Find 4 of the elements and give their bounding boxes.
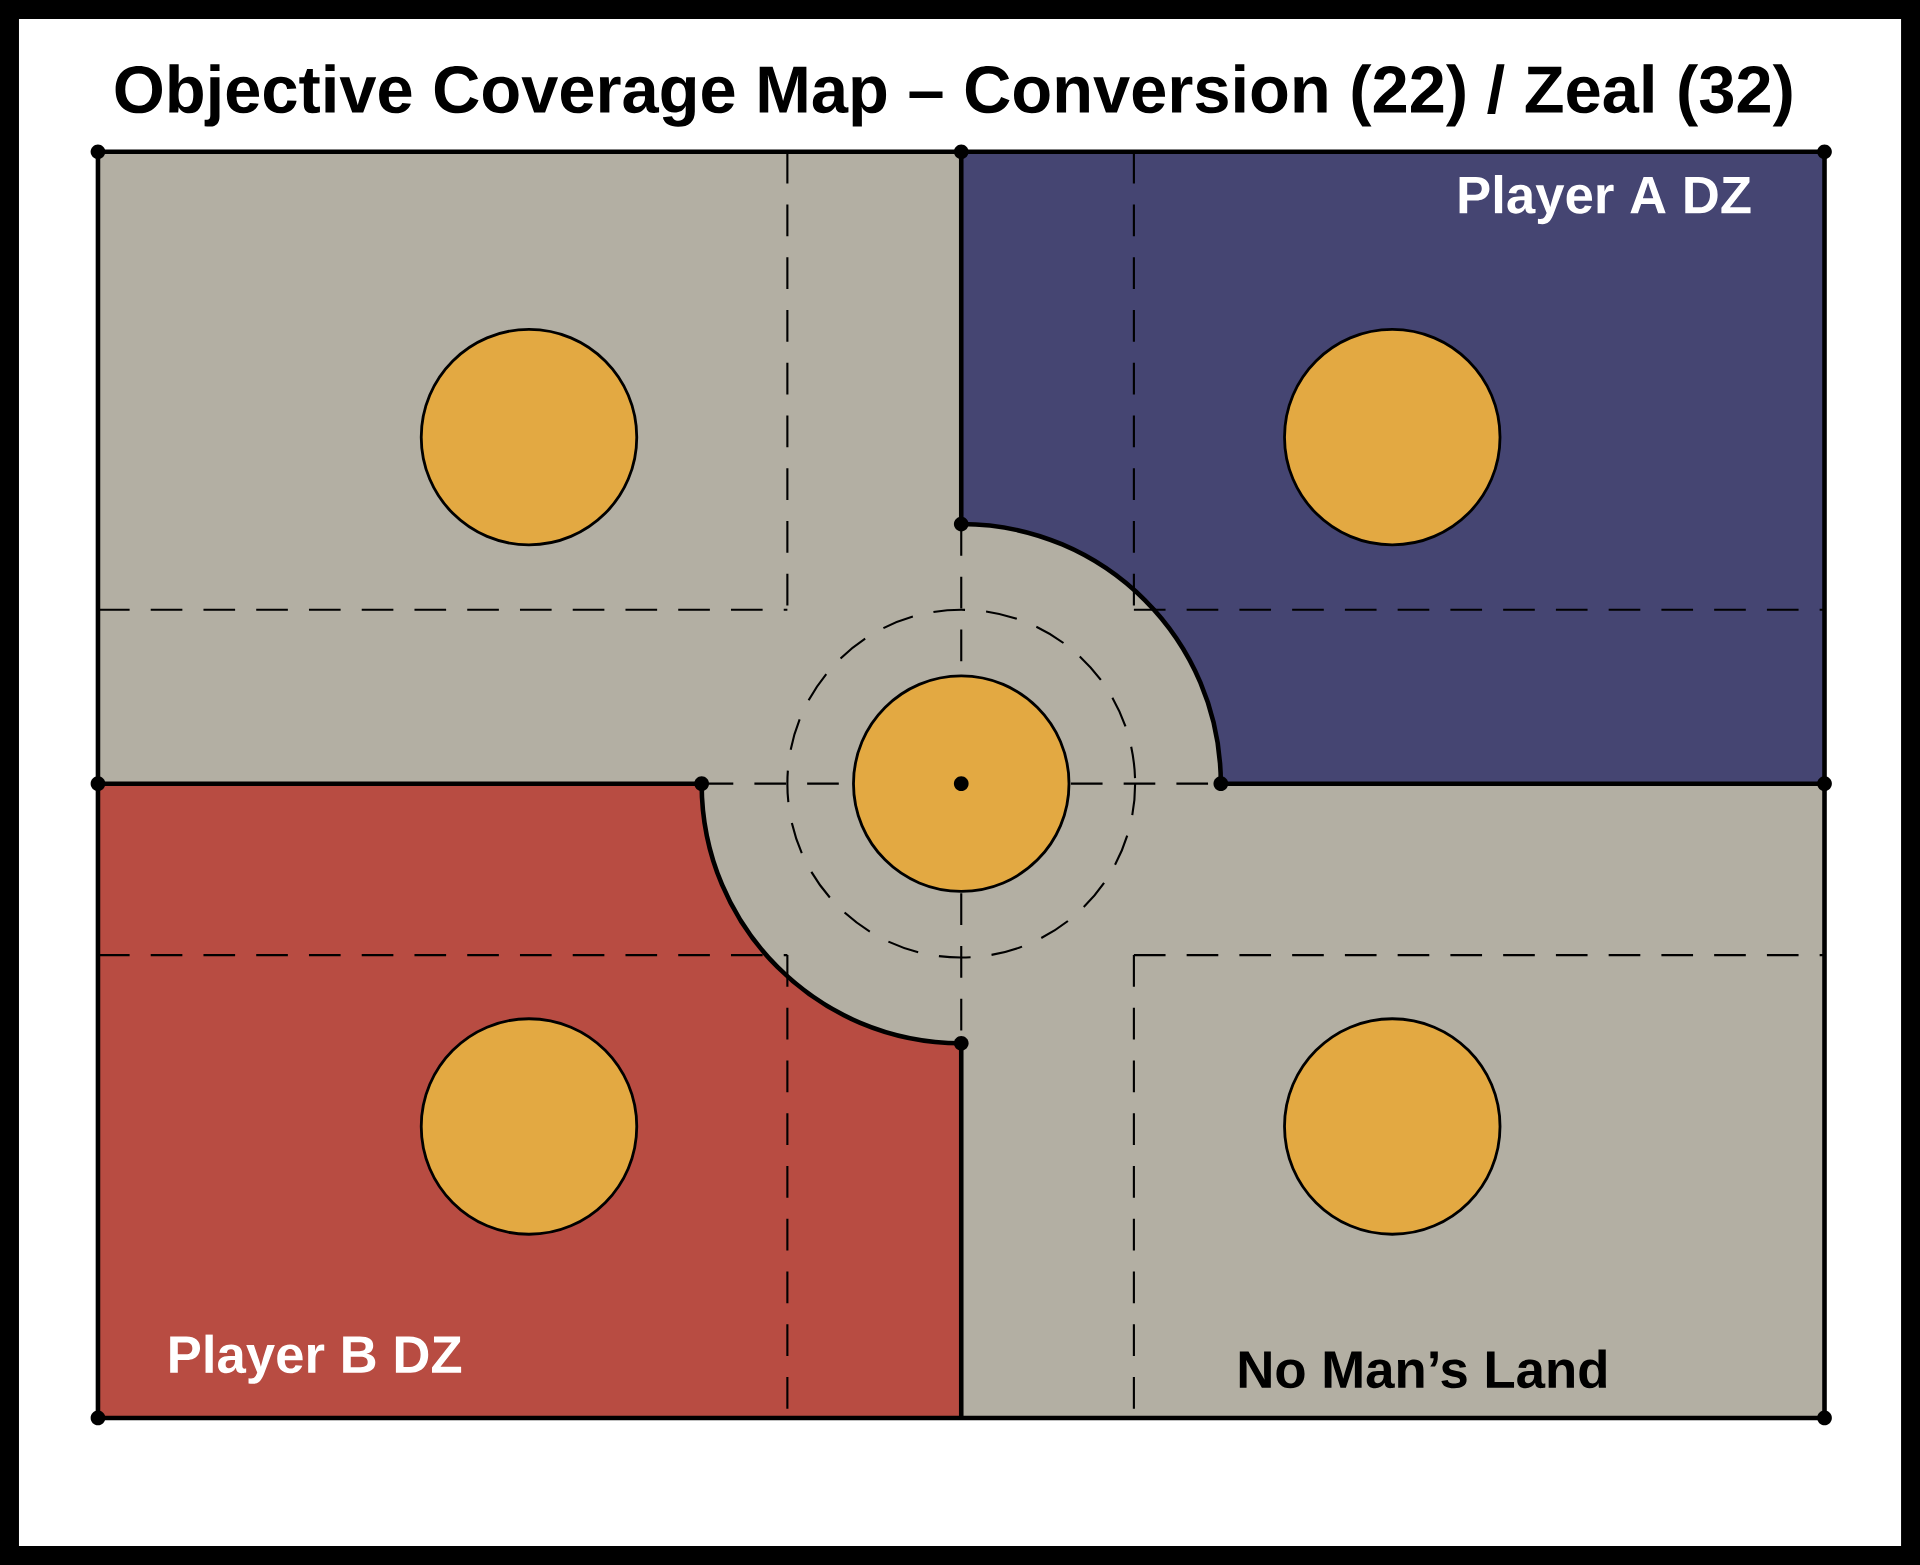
zone-label: Player A DZ — [1459, 175, 1751, 225]
zone-label: Player B DZ — [170, 1334, 462, 1384]
title: Objective Coverage Map – Conversion (22) / Zeal (32) — [115, 64, 1792, 127]
zone-label: No Man’s Land — [1239, 1349, 1606, 1389]
